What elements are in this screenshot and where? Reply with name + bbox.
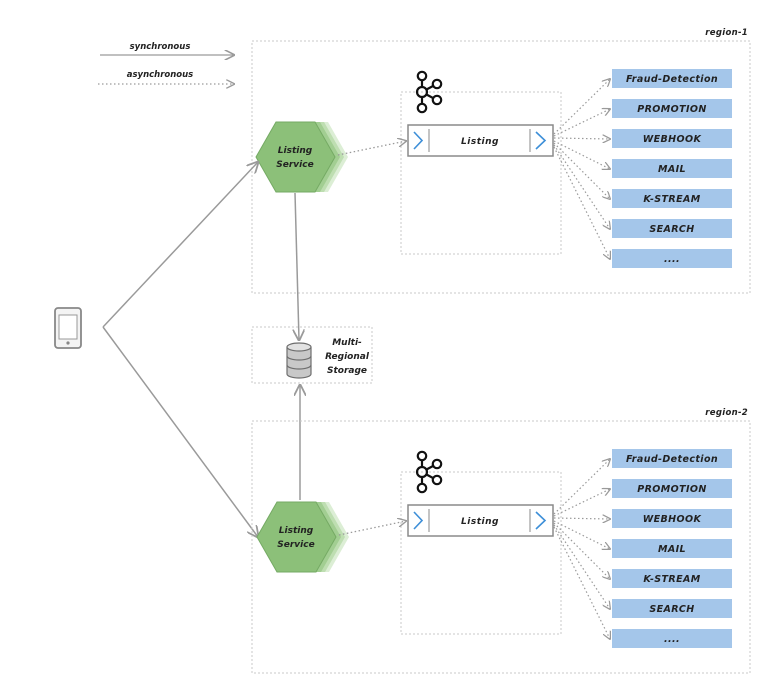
- consumer-mail-1[interactable]: MAIL: [612, 159, 732, 178]
- consumer-more-2[interactable]: ....: [612, 629, 732, 648]
- consumer-label: MAIL: [658, 544, 686, 555]
- consumer-webhook-1[interactable]: WEBHOOK: [612, 129, 732, 148]
- listing-service-1[interactable]: Listing Service: [255, 121, 348, 193]
- consumer-fraud-detection-1[interactable]: Fraud-Detection: [612, 69, 732, 88]
- broker-boundary-2: [400, 471, 562, 635]
- legend-asynchronous-label: asynchronous: [127, 70, 194, 80]
- consumer-label: Fraud-Detection: [626, 74, 718, 85]
- consumer-label: WEBHOOK: [643, 514, 702, 525]
- consumer-label: MAIL: [658, 164, 686, 175]
- topic-label: Listing: [461, 137, 499, 147]
- consumer-mail-2[interactable]: MAIL: [612, 539, 732, 558]
- region-2-label: region-2: [705, 408, 748, 418]
- database-icon: [286, 342, 312, 379]
- kafka-logo-icon: [415, 450, 443, 494]
- sync-arrow-client-to-region-1: [102, 162, 258, 328]
- multi-regional-storage[interactable]: Multi- Regional Storage: [251, 326, 373, 384]
- region-2-boundary: [251, 420, 751, 674]
- kafka-logo-icon: [415, 70, 443, 114]
- consumer-promotion-1[interactable]: PROMOTION: [612, 99, 732, 118]
- topic-chevron-right: [535, 511, 547, 530]
- fanout-arrows-2: [553, 459, 610, 639]
- consumer-webhook-2[interactable]: WEBHOOK: [612, 509, 732, 528]
- consumer-list-2: Fraud-Detection PROMOTION WEBHOOK MAIL K…: [612, 449, 732, 648]
- sync-arrow-service-1-to-storage: [295, 192, 299, 340]
- service-label-line2: Service: [277, 540, 314, 550]
- service-label-line1: Listing: [279, 526, 314, 536]
- topic-chevron-left: [413, 131, 424, 150]
- async-arrow-service-to-topic-1: [337, 141, 406, 156]
- listing-service-2[interactable]: Listing Service: [256, 501, 349, 573]
- storage-label-line2: Regional: [325, 352, 370, 362]
- consumer-label: K-STREAM: [643, 194, 700, 205]
- topic-chevron-right: [535, 131, 547, 150]
- topic-chevron-left: [413, 511, 424, 530]
- consumer-label: K-STREAM: [643, 574, 700, 585]
- storage-label-line3: Storage: [327, 366, 367, 376]
- legend: synchronous asynchronous: [98, 42, 234, 84]
- consumer-label: ....: [664, 254, 680, 265]
- sync-arrow-client-to-region-2: [102, 326, 258, 537]
- consumer-label: PROMOTION: [637, 484, 707, 495]
- fanout-arrows-1: [553, 79, 610, 259]
- consumer-more-1[interactable]: ....: [612, 249, 732, 268]
- consumer-search-2[interactable]: SEARCH: [612, 599, 732, 618]
- storage-label-line1: Multi-: [332, 338, 362, 348]
- mobile-phone-icon[interactable]: [54, 307, 82, 349]
- hexagon-shape: [255, 121, 336, 193]
- topic-listing-2[interactable]: Listing: [407, 504, 554, 537]
- hexagon-shape: [256, 501, 337, 573]
- consumer-promotion-2[interactable]: PROMOTION: [612, 479, 732, 498]
- region-1: region-1 Listing Service: [251, 28, 751, 294]
- topic-label: Listing: [461, 517, 499, 527]
- service-label-line1: Listing: [278, 146, 313, 156]
- consumer-fraud-detection-2[interactable]: Fraud-Detection: [612, 449, 732, 468]
- region-2: region-2 Listing Service: [251, 408, 751, 674]
- service-label-line2: Service: [276, 160, 313, 170]
- consumer-label: PROMOTION: [637, 104, 707, 115]
- consumer-list-1: Fraud-Detection PROMOTION WEBHOOK MAIL K…: [612, 69, 732, 268]
- consumer-label: SEARCH: [649, 604, 694, 615]
- consumer-label: SEARCH: [649, 224, 694, 235]
- region-1-label: region-1: [705, 28, 748, 38]
- consumer-label: ....: [664, 634, 680, 645]
- legend-synchronous-label: synchronous: [130, 42, 191, 52]
- broker-boundary-1: [400, 91, 562, 255]
- topic-listing-1[interactable]: Listing: [407, 124, 554, 157]
- consumer-search-1[interactable]: SEARCH: [612, 219, 732, 238]
- consumer-label: WEBHOOK: [643, 134, 702, 145]
- storage-boundary: [251, 326, 373, 384]
- consumer-label: Fraud-Detection: [626, 454, 718, 465]
- async-arrow-service-to-topic-2: [338, 521, 406, 536]
- consumer-k-stream-2[interactable]: K-STREAM: [612, 569, 732, 588]
- consumer-k-stream-1[interactable]: K-STREAM: [612, 189, 732, 208]
